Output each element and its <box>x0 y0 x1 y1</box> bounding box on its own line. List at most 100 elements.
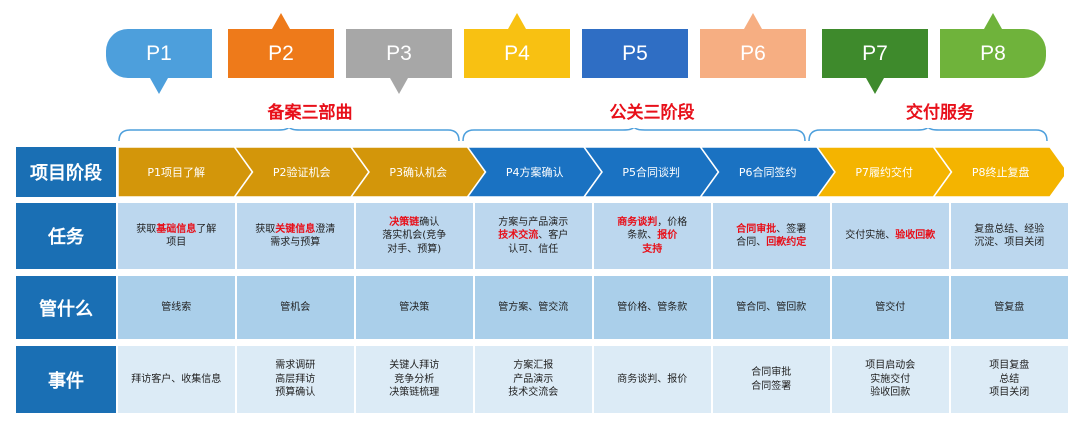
phase-tag-label: P4 <box>504 41 530 65</box>
phase-tag-p6: P6 <box>700 13 806 78</box>
tag-pointer-down <box>866 78 884 94</box>
phase-chevron-label: P6合同签约 <box>739 165 797 179</box>
row-header-manage: 管什么 <box>16 276 116 339</box>
tag-pointer-up <box>984 13 1002 29</box>
phase-chevron-label: P1项目了解 <box>147 165 205 179</box>
manage-cell: 管方案、管交流 <box>475 276 592 339</box>
tag-pointer-up <box>272 13 290 29</box>
phase-chevron <box>932 147 1064 197</box>
phase-chevron-label: P5合同谈判 <box>622 165 680 179</box>
event-cell: 合同审批 合同签署 <box>713 346 830 413</box>
event-cell: 方案汇报 产品演示 技术交流会 <box>475 346 592 413</box>
manage-cell: 管价格、管条款 <box>594 276 711 339</box>
task-highlight: 商务谈判 <box>617 216 658 228</box>
manage-cell: 管机会 <box>237 276 354 339</box>
task-text-suffix: 、签署 合同、 <box>736 223 807 249</box>
task-text: 获取基础信息了解 项目 <box>136 223 216 250</box>
phase-tag-p7: P7 <box>822 29 928 94</box>
manage-cell: 管复盘 <box>951 276 1068 339</box>
task-highlight: 合同审批 <box>736 223 777 235</box>
group-label-pr: 公关三阶段 <box>609 103 695 123</box>
phase-chevron-label: P3确认机会 <box>389 165 447 179</box>
brace-pr <box>462 128 806 142</box>
phase-tag-p3: P3 <box>346 29 452 94</box>
task-cell: 复盘总结、经验 沉淀、项目关闭 <box>951 203 1068 269</box>
phase-chevron-label: P7履约交付 <box>855 165 913 179</box>
row-header-event: 事件 <box>16 346 116 413</box>
task-cell: 获取基础信息了解 项目 <box>118 203 235 269</box>
phase-tag-label: P8 <box>980 41 1006 65</box>
tag-pointer-down <box>390 78 408 94</box>
task-text-suffix: 澄清 需求与预算 <box>270 223 336 249</box>
task-text: 交付实施、验收回款 <box>845 229 935 243</box>
task-highlight: 基础信息 <box>156 223 197 235</box>
event-cell: 关键人拜访 竞争分析 决策链梳理 <box>356 346 473 413</box>
phase-chevron-label: P4方案确认 <box>506 165 564 179</box>
task-text-suffix: 、客户 认可、信任 <box>508 230 569 255</box>
manage-cell: 管决策 <box>356 276 473 339</box>
task-text: 决策链确认 落实机会(竞争 对手、预算) <box>382 216 446 257</box>
task-text-suffix: 确认 落实机会(竞争 对手、预算) <box>382 216 447 255</box>
phase-tag-label: P6 <box>740 41 766 65</box>
event-cell: 项目启动会 实施交付 验收回款 <box>832 346 949 413</box>
task-text: 方案与产品演示 技术交流、客户 认可、信任 <box>498 216 568 257</box>
phase-tag-label: P1 <box>146 41 172 65</box>
phase-tag-p4: P4 <box>464 13 570 78</box>
task-cell: 商务谈判，价格 条款、报价 支持 <box>594 203 711 269</box>
task-highlight: 关键信息 <box>275 223 316 235</box>
phase-tag-p2: P2 <box>228 13 334 78</box>
phase-tag-p5: P5 <box>582 29 688 78</box>
phase-tag-label: P7 <box>862 41 888 65</box>
phase-tag-p8: P8 <box>940 13 1046 78</box>
task-text-prefix: 获取 <box>136 223 157 235</box>
phase-chevron-label: P2验证机会 <box>273 165 331 179</box>
manage-cell: 管线索 <box>118 276 235 339</box>
brace-filing <box>118 128 460 142</box>
manage-cell: 管合同、管回款 <box>713 276 830 339</box>
phase-chevron-row: P1项目了解 P2验证机会 P3确认机会 P4方案确认 P5合同谈判 P6合同签约 P7履约… <box>118 147 1064 197</box>
phase-chevron <box>350 147 487 197</box>
brace-delivery <box>808 128 1048 142</box>
phase-chevron <box>699 147 836 197</box>
task-highlight: 决策链 <box>389 216 420 228</box>
row-header-phase: 项目阶段 <box>16 147 116 197</box>
event-cell: 需求调研 高层拜访 预算确认 <box>237 346 354 413</box>
event-cell: 项目复盘 总结 项目关闭 <box>951 346 1068 413</box>
group-label-filing: 备案三部曲 <box>267 103 353 123</box>
phase-chevron <box>233 147 370 197</box>
task-text: 合同审批、签署 合同、回款约定 <box>736 223 806 250</box>
event-cell: 商务谈判、报价 <box>594 346 711 413</box>
manage-cell: 管交付 <box>832 276 949 339</box>
phase-tag-label: P2 <box>268 41 294 65</box>
task-highlight-2: 回款约定 <box>766 237 807 248</box>
phase-tag-label: P3 <box>386 41 412 65</box>
phase-tag-label: P5 <box>622 41 648 65</box>
task-text: 商务谈判，价格 条款、报价 支持 <box>617 216 687 257</box>
tag-pointer-up <box>508 13 526 29</box>
task-highlight: 技术交流 <box>498 230 539 242</box>
task-cell: 合同审批、签署 合同、回款约定 <box>713 203 830 269</box>
task-text-suffix: 了解 项目 <box>166 223 217 249</box>
phase-chevron <box>816 147 953 197</box>
row-header-task: 任务 <box>16 203 116 269</box>
event-cell: 拜访客户、收集信息 <box>118 346 235 413</box>
task-text-prefix: 复盘总结、经验 沉淀、项目关闭 <box>974 223 1045 249</box>
task-highlight: 验收回款 <box>895 230 936 242</box>
task-cell: 获取关键信息澄清 需求与预算 <box>237 203 354 269</box>
task-cell: 交付实施、验收回款 <box>832 203 949 269</box>
task-text-suffix: ，价格 条款、 <box>627 216 688 242</box>
task-text: 复盘总结、经验 沉淀、项目关闭 <box>974 223 1044 250</box>
tag-pointer-up <box>744 13 762 29</box>
task-text-prefix: 交付实施、 <box>845 230 896 242</box>
task-text-prefix: 获取 <box>255 223 276 235</box>
phase-tag-p1: P1 <box>106 29 212 94</box>
tag-pointer-down <box>150 78 168 94</box>
phase-chevron <box>466 147 603 197</box>
phase-chevron-label: P8终止复盘 <box>972 165 1030 179</box>
task-text: 获取关键信息澄清 需求与预算 <box>255 223 335 250</box>
task-text-prefix: 方案与产品演示 <box>498 216 569 228</box>
task-cell: 方案与产品演示 技术交流、客户 认可、信任 <box>475 203 592 269</box>
group-label-delivery: 交付服务 <box>906 103 974 123</box>
task-cell: 决策链确认 落实机会(竞争 对手、预算) <box>356 203 473 269</box>
phase-chevron <box>583 147 720 197</box>
